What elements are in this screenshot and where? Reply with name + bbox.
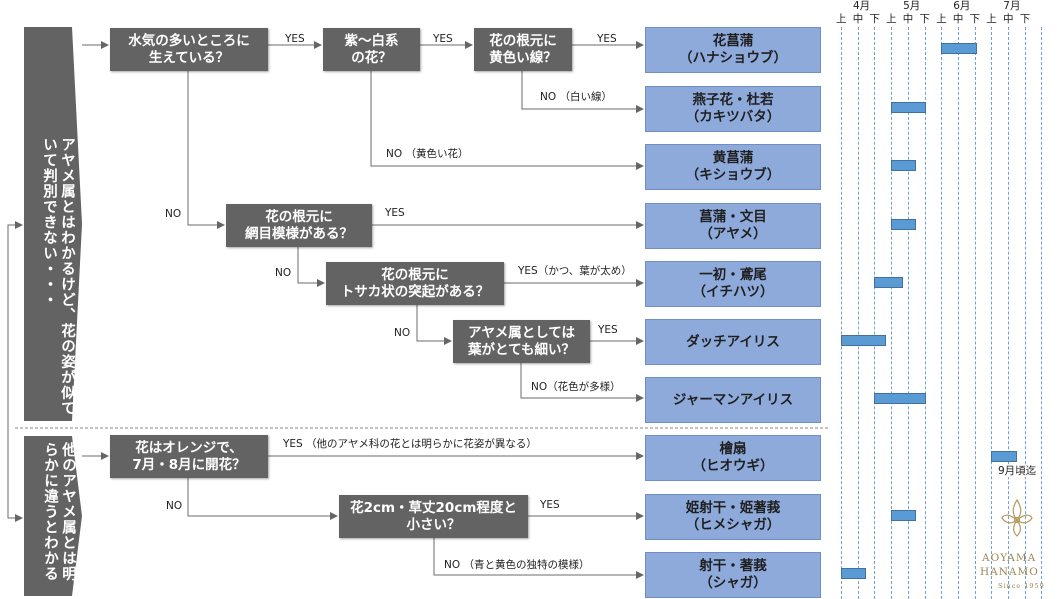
result-name: 黄菖蒲: [712, 150, 754, 166]
edge-label: YES: [285, 33, 305, 45]
edge-label: NO: [165, 208, 182, 220]
result-reading: （シャガ）: [699, 575, 767, 591]
side-panel-bottom-text: 他のアヤメ属とは明らかに違うとわかる: [42, 442, 76, 582]
edge-label: NO （黄色い花）: [386, 148, 469, 160]
question-line: アヤメ属としては: [467, 324, 576, 341]
result-name: ジャーマンアイリス: [672, 391, 794, 408]
edge-label: YES（かつ、葉が太め）: [518, 265, 632, 277]
side-panel-top-text: アヤメ属とはわかるけど、花の姿が似ていて判別できない・・・: [41, 137, 75, 416]
aoyama-hanamo-logo: AOYAMA HANAMO Since 1959: [976, 498, 1056, 598]
question-line: 花2cm・草丈20cm程度と: [350, 499, 517, 516]
question-line: 小さい？: [406, 516, 461, 533]
edge-label: NO: [275, 267, 292, 279]
question-line: 黄色い線？: [489, 49, 557, 66]
result-reading: （ヒオウギ）: [692, 458, 774, 474]
question-small-size: 花2cm・草丈20cm程度と 小さい？: [339, 495, 528, 538]
question-line: 花の根元に: [381, 266, 449, 283]
result-reading: （ヒメシャガ）: [685, 517, 781, 533]
edge-label: YES: [385, 207, 405, 219]
edge-label: YES: [540, 499, 560, 511]
result-himeshaga: 姫射干・姫著莪 （ヒメシャガ）: [645, 494, 821, 540]
result-ichihatsu: 一初・鳶尾 （イチハツ）: [645, 261, 821, 307]
result-reading: （カキツバタ）: [685, 109, 781, 125]
result-reading: （ハナショウブ）: [679, 50, 787, 66]
question-line: トサカ状の突起がある？: [340, 283, 490, 300]
result-name: 檜扇: [719, 441, 747, 457]
question-yellow-line: 花の根元に 黄色い線？: [474, 28, 572, 71]
edge-label: NO: [394, 327, 411, 339]
question-purple-white: 紫～白系 の花？: [323, 28, 420, 71]
edge-label: NO: [166, 500, 183, 512]
logo-line: AOYAMA: [982, 552, 1037, 564]
result-name: 花菖蒲: [712, 33, 754, 49]
question-line: 花の根元に: [265, 208, 333, 225]
result-kakitsubata: 燕子花・杜若 （カキツバタ）: [645, 86, 821, 132]
result-name: 姫射干・姫著莪: [685, 500, 781, 516]
result-name: ダッチアイリス: [686, 333, 780, 350]
result-kishoubu: 黄菖蒲 （キショウブ）: [645, 144, 821, 190]
question-thin-leaves: アヤメ属としては 葉がとても細い？: [453, 320, 590, 363]
question-line: 生えている？: [148, 49, 230, 66]
edge-label: NO （白い線）: [540, 91, 612, 103]
edge-label: YES: [597, 33, 617, 45]
question-crest: 花の根元に トサカ状の突起がある？: [326, 262, 504, 305]
flower-crest-icon: [1001, 498, 1033, 537]
result-hiougi: 檜扇 （ヒオウギ）: [645, 435, 821, 481]
side-panel-top: アヤメ属とはわかるけど、花の姿が似ていて判別できない・・・: [24, 27, 82, 421]
edge-label: YES: [433, 33, 453, 45]
result-hanashoubu: 花菖蒲 （ハナショウブ）: [645, 27, 821, 73]
question-line: 葉がとても細い？: [468, 341, 575, 358]
result-name: 燕子花・杜若: [692, 92, 774, 108]
edge-label: YES （他のアヤメ科の花とは明らかに花姿が異なる）: [283, 438, 537, 450]
result-name: 菖蒲・文目: [699, 209, 767, 225]
question-mesh-pattern: 花の根元に 網目模様がある？: [226, 204, 372, 247]
result-dutch-iris: ダッチアイリス: [645, 319, 821, 365]
question-line: 花はオレンジで、: [135, 439, 243, 456]
result-reading: （キショウブ）: [685, 167, 781, 183]
edge-label: NO （青と黄色の独特の模様）: [444, 559, 590, 571]
result-reading: （イチハツ）: [692, 284, 774, 300]
question-line: 7月・8月に開花？: [132, 456, 246, 473]
result-german-iris: ジャーマンアイリス: [645, 377, 821, 423]
side-panel-bottom: 他のアヤメ属とは明らかに違うとわかる: [24, 436, 82, 596]
result-name: 一初・鳶尾: [699, 267, 767, 283]
edge-label: NO（花色が多様）: [531, 381, 621, 393]
result-name: 射干・著莪: [699, 558, 767, 574]
result-reading: （アヤメ）: [699, 226, 767, 242]
result-shaga: 射干・著莪 （シャガ）: [645, 552, 821, 598]
question-wet-habitat: 水気の多いところに 生えている？: [110, 28, 268, 71]
logo-line: HANAMO: [980, 566, 1039, 578]
question-line: 花の根元に: [489, 32, 557, 49]
edge-label: YES: [598, 324, 618, 336]
question-line: 紫～白系: [344, 32, 399, 49]
question-line: 水気の多いところに: [128, 32, 250, 49]
logo-line: Since 1959: [998, 582, 1045, 590]
result-ayame: 菖蒲・文目 （アヤメ）: [645, 203, 821, 249]
question-orange-summer: 花はオレンジで、 7月・8月に開花？: [110, 435, 268, 478]
question-line: の花？: [351, 49, 392, 66]
question-line: 網目模様がある？: [245, 225, 353, 242]
